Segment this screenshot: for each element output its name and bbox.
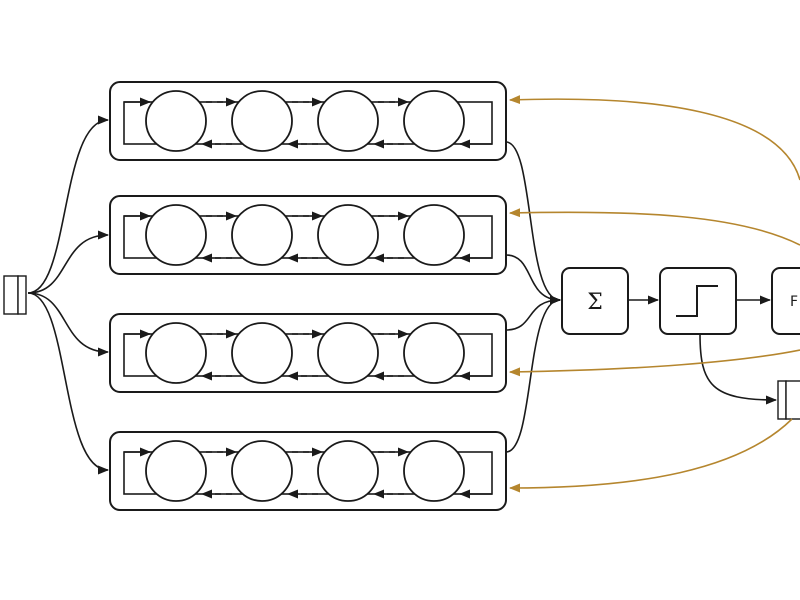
neuron-cell [145, 204, 207, 266]
feedback-arrows [508, 95, 800, 493]
module-1 [109, 81, 507, 161]
neuron-cell [231, 90, 293, 152]
fanout-arrow-2 [27, 230, 110, 294]
neuron-cell [231, 322, 293, 384]
input-buffer [3, 275, 27, 315]
neuron-cell [317, 322, 379, 384]
neuron-cell [403, 204, 465, 266]
module-4 [109, 431, 507, 511]
module-2 [109, 195, 507, 275]
module-3 [109, 313, 507, 393]
merge-arrow-1 [505, 141, 562, 305]
feedback-arrow-4 [508, 418, 793, 493]
modules-layer [109, 81, 507, 511]
neuron-cell [317, 90, 379, 152]
sum-operator: Σ [561, 267, 629, 335]
neuron-cell [317, 440, 379, 502]
neuron-cell [145, 440, 207, 502]
neuron-cell [403, 322, 465, 384]
neuron-cell [145, 322, 207, 384]
neuron-cell [403, 90, 465, 152]
fanout-arrow-4 [27, 292, 110, 475]
merge-arrow-4 [505, 295, 562, 453]
feedback-arrow-1 [508, 95, 800, 181]
sum-operator-box [561, 267, 629, 335]
neuron-cell [231, 440, 293, 502]
merge-arrow-3 [505, 295, 562, 331]
input-buffer-cell-1 [3, 275, 19, 315]
sum-symbol: Σ [587, 290, 603, 315]
fanout-arrow-1 [27, 115, 110, 294]
input-fanout-arrows [27, 115, 110, 475]
neuron-cell [403, 440, 465, 502]
merge-arrow-2 [505, 254, 562, 305]
merge-arrows [505, 141, 562, 453]
input-buffer-cell-2 [17, 275, 27, 315]
output-operator: F [771, 267, 800, 335]
output-buffer-cell-2 [785, 380, 800, 420]
output-buffer [777, 380, 800, 420]
neuron-cell [231, 204, 293, 266]
output-symbol: F [790, 294, 798, 310]
output-operator-box [771, 267, 800, 335]
neuron-cell [145, 90, 207, 152]
step-function-icon [676, 285, 718, 317]
neuron-cell [317, 204, 379, 266]
feedback-arrow-3 [508, 349, 800, 377]
output-buffer-cell-1 [777, 380, 787, 420]
step-operator [659, 267, 737, 335]
feedback-arrow-2 [508, 208, 800, 246]
step-to-buffer-arrow [699, 333, 778, 405]
fanout-arrow-3 [27, 292, 110, 357]
